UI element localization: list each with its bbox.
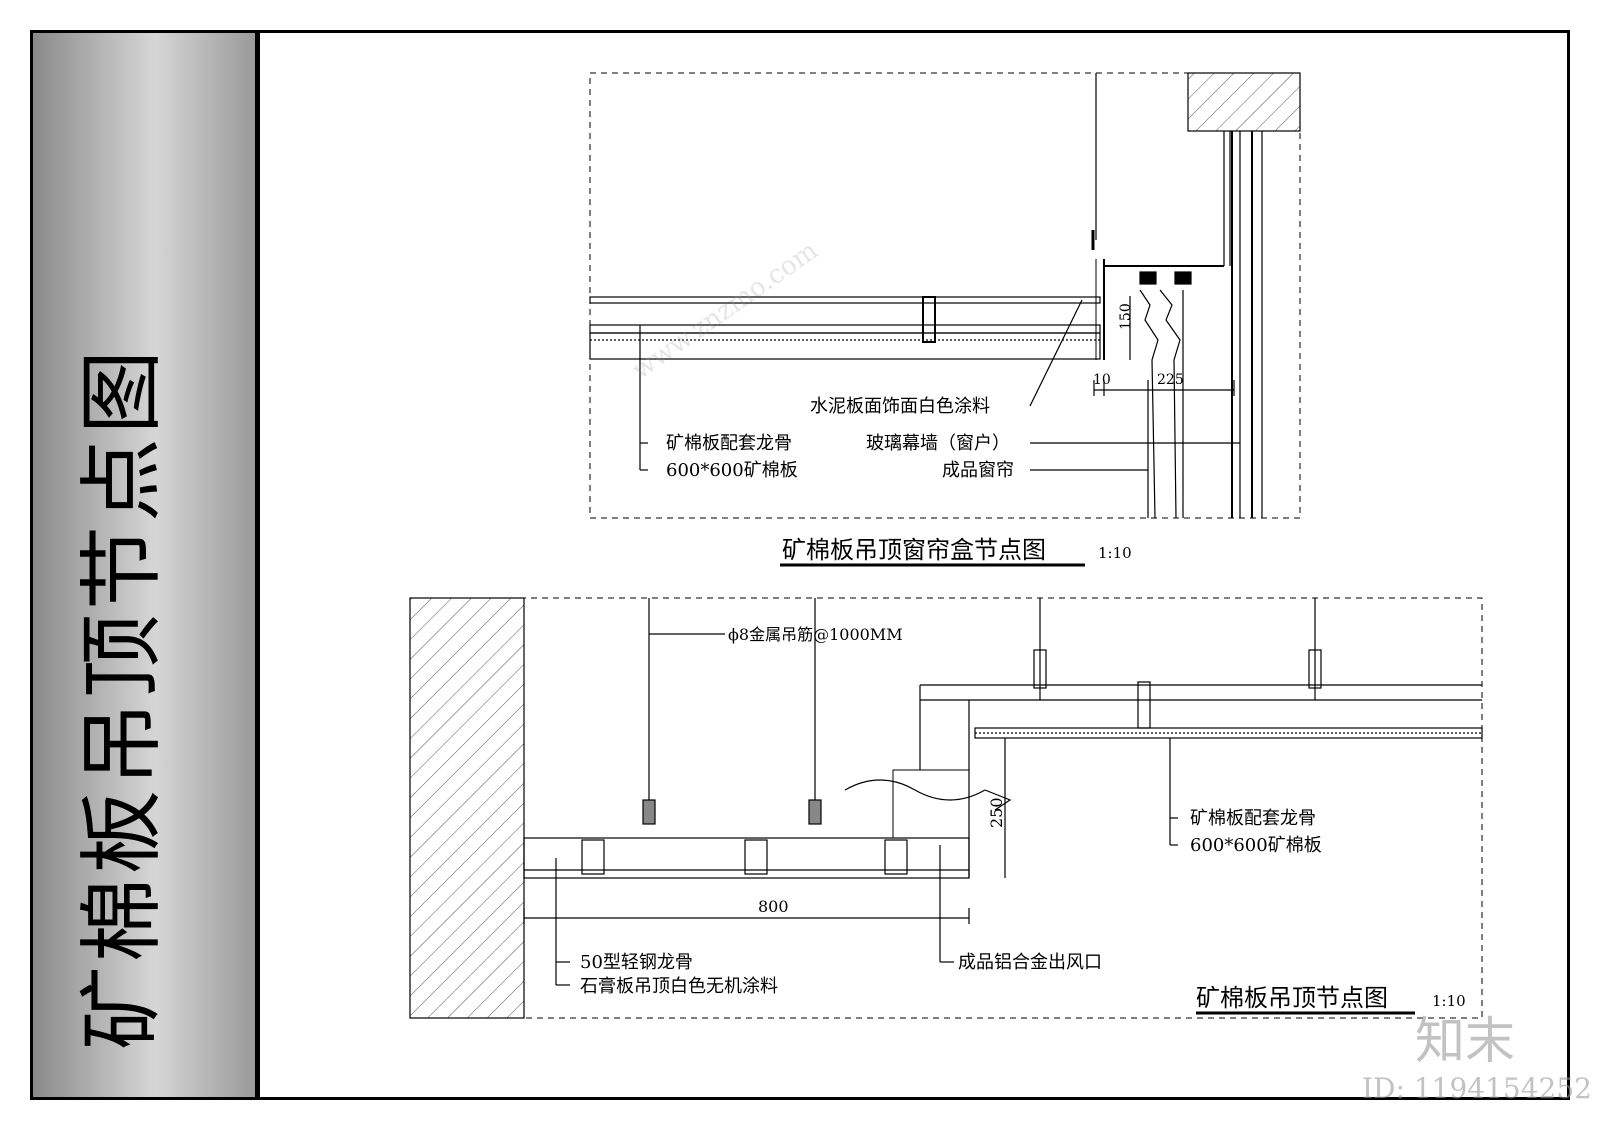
dim-150: 150	[1118, 303, 1134, 330]
watermark-site: www.znzmo.com	[627, 236, 824, 386]
dim-10: 10	[1093, 372, 1111, 388]
detail-1-frame	[589, 72, 1301, 519]
label-keel: 矿棉板配套龙骨	[666, 433, 792, 454]
label-vent: 成品铝合金出风口	[958, 952, 1102, 973]
watermark: 知末 ID: 1194154252 www.znzmo.com	[627, 236, 1592, 1105]
detail-2-title: 矿棉板吊顶节点图	[1196, 984, 1388, 1012]
watermark-id: ID: 1194154252	[1362, 1072, 1592, 1105]
detail-1-title: 矿棉板吊顶窗帘盒节点图	[782, 536, 1046, 564]
label-gypsum: 石膏板吊顶白色无机涂料	[580, 975, 778, 997]
dim-250: 250	[987, 797, 1006, 828]
concrete-block	[1187, 72, 1301, 132]
detail-2-ceiling	[409, 597, 1483, 1019]
detail-1-scale: 1:10	[1098, 544, 1132, 562]
label-panel-2: 600*600矿棉板	[1190, 835, 1322, 856]
watermark-logo: 知末	[1415, 1012, 1515, 1070]
label-keel-2: 矿棉板配套龙骨	[1190, 808, 1316, 829]
detail-2-scale: 1:10	[1432, 992, 1466, 1010]
sheet-border	[30, 30, 1570, 1100]
label-glass-wall: 玻璃幕墙（窗户）	[866, 433, 1010, 454]
dim-800: 800	[758, 897, 789, 916]
label-hanger: ϕ8金属吊筋@1000MM	[728, 625, 903, 644]
detail-1-text: 150 10 225 水泥板面饰面白色涂料 矿棉板配套龙骨 玻璃幕墙（窗户） 6…	[666, 303, 1184, 564]
title-sidebar	[33, 33, 260, 1097]
concrete-wall	[409, 597, 525, 1019]
dim-225: 225	[1157, 372, 1184, 388]
label-curtain: 成品窗帘	[942, 460, 1014, 481]
label-panel: 600*600矿棉板	[666, 460, 798, 481]
detail-1-curtain-box	[589, 72, 1301, 567]
label-steel-keel: 50型轻钢龙骨	[580, 952, 693, 973]
detail-2-text: ϕ8金属吊筋@1000MM 矿棉板配套龙骨 600*600矿棉板 800 250…	[580, 625, 1466, 1012]
label-cement-board: 水泥板面饰面白色涂料	[810, 396, 990, 417]
